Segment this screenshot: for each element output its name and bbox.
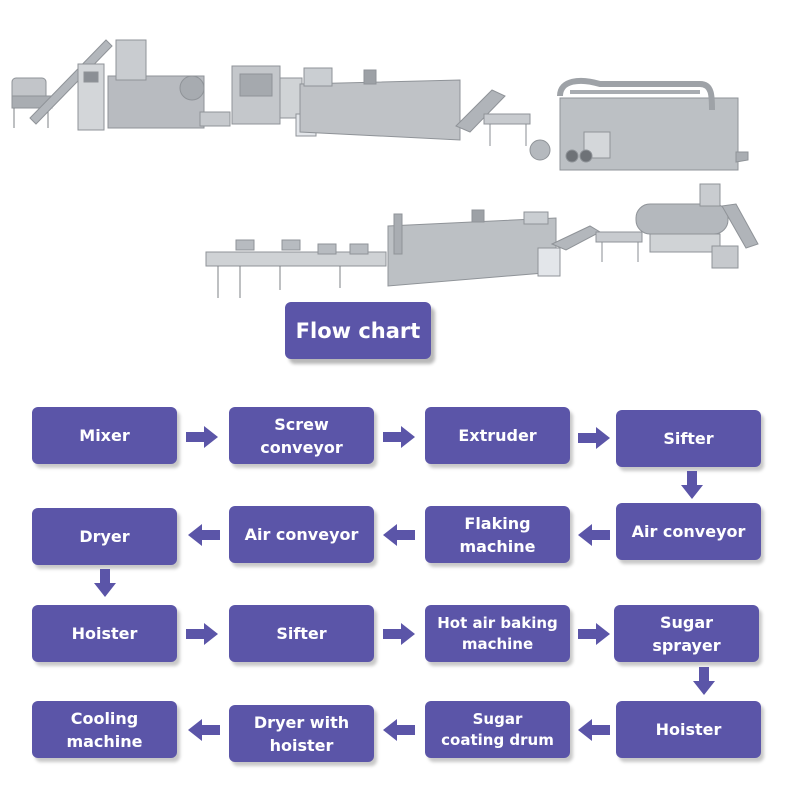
step-box: Dryer xyxy=(32,508,177,565)
step-box: Sugar coating drum xyxy=(425,701,570,758)
production-line-illustration xyxy=(11,39,759,298)
step-box: Mixer xyxy=(32,407,177,464)
flow-arrow xyxy=(681,471,703,499)
flow-arrow xyxy=(578,719,610,741)
dryer-with-hoister-machine xyxy=(387,217,557,287)
step-box: Air conveyor xyxy=(616,503,761,560)
step-box: Screw conveyor xyxy=(229,407,374,464)
step-box: Sugar sprayer xyxy=(614,605,759,662)
flow-arrow xyxy=(383,623,415,645)
flow-arrow xyxy=(578,623,610,645)
flow-arrow xyxy=(186,623,218,645)
flow-arrow xyxy=(94,569,116,597)
sifter-machine xyxy=(483,113,531,125)
step-box: Hot air baking machine xyxy=(425,605,570,662)
step-box: Dryer with hoister xyxy=(229,705,374,762)
flow-arrow xyxy=(383,719,415,741)
sugar-coating-drum-machine xyxy=(635,203,729,235)
flow-chart-title: Flow chart xyxy=(285,302,431,359)
flow-arrow xyxy=(383,426,415,448)
step-box: Sifter xyxy=(616,410,761,467)
flow-arrow xyxy=(578,427,610,449)
cooling-machine xyxy=(205,251,387,267)
step-box: Sifter xyxy=(229,605,374,662)
flow-arrow xyxy=(693,667,715,695)
flow-arrow xyxy=(186,426,218,448)
step-box: Cooling machine xyxy=(32,701,177,758)
flow-arrow xyxy=(188,719,220,741)
step-box: Hoister xyxy=(32,605,177,662)
flow-arrow xyxy=(578,524,610,546)
step-box: Hoister xyxy=(616,701,761,758)
flow-arrow xyxy=(188,524,220,546)
step-box: Extruder xyxy=(425,407,570,464)
step-box: Air conveyor xyxy=(229,506,374,563)
flow-arrow xyxy=(383,524,415,546)
step-box: Flaking machine xyxy=(425,506,570,563)
dryer-machine xyxy=(299,79,461,141)
